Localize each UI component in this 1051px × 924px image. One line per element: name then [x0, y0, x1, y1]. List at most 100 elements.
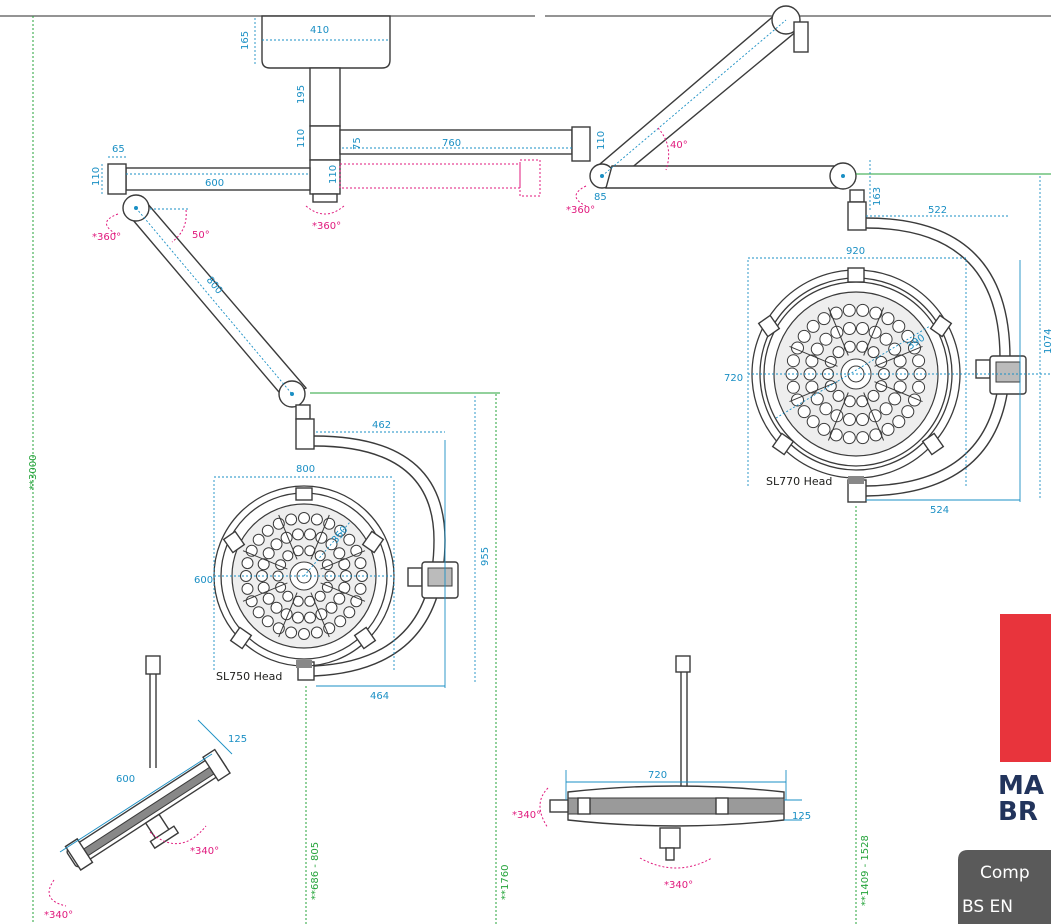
light-cell [912, 380, 926, 394]
light-cell [832, 346, 845, 359]
light-cell [261, 524, 274, 537]
ceiling-mount [261, 15, 391, 203]
light-cell [867, 346, 880, 359]
dim-joint-85: 85 [594, 192, 607, 203]
dim-left-end-65: 65 [112, 144, 125, 155]
height-sl750-range: **686 - 805 [310, 842, 321, 900]
compliance-badge [958, 850, 1051, 924]
light-cell [843, 413, 856, 426]
angle-tilt-b: *340° [190, 846, 219, 857]
knuckle-760 [571, 126, 591, 162]
light-cell [842, 303, 856, 317]
brand-line-1: MA [998, 771, 1044, 801]
arm-600-end [107, 163, 127, 195]
height-sl750-max: **1760 [500, 865, 511, 900]
light-cell [856, 322, 869, 335]
light-cell [343, 606, 356, 619]
light-cell [325, 601, 338, 614]
tilt-view [64, 655, 231, 871]
angle-left-arm: 50° [192, 230, 210, 241]
angle-arc-left [171, 209, 187, 243]
spring-arm-right [589, 5, 857, 190]
dim-sl770-drop: 1074 [1043, 329, 1051, 354]
dim-hub-upper: 110 [296, 129, 307, 148]
light-cell [285, 626, 298, 639]
dim-sl770-bottom: 524 [930, 505, 949, 516]
dim-sl770-yoke: 522 [928, 205, 947, 216]
segment-divider [874, 345, 923, 367]
sl770-light-cells [785, 303, 927, 445]
light-cell [292, 611, 304, 624]
light-cell [805, 380, 819, 394]
dim-yoke-163: 163 [872, 187, 883, 206]
segment-divider [320, 582, 366, 602]
light-cell [842, 431, 856, 445]
compliance-line-1: Comp [980, 863, 1030, 883]
total-height-label: **3000 [28, 455, 39, 490]
segment-divider [320, 550, 366, 570]
light-cell [304, 611, 316, 624]
dim-line [775, 325, 931, 419]
light-cell [819, 402, 833, 416]
light-cell [797, 329, 811, 343]
ghost-knuckle [519, 159, 541, 197]
segment-divider [863, 392, 885, 441]
light-cell [893, 380, 907, 394]
light-cell [270, 538, 283, 551]
angle-right-arm: 40° [670, 140, 688, 151]
rotation-arc-right [575, 185, 587, 207]
angle-side-a: *340° [512, 810, 541, 821]
segment-divider [827, 392, 849, 441]
light-cell [262, 592, 275, 605]
light-cell [241, 582, 254, 595]
light-cell [241, 557, 254, 570]
light-cell [879, 332, 893, 346]
dim-line [59, 753, 213, 853]
light-cell [879, 402, 893, 416]
light-cell [343, 533, 356, 546]
rotation-arc-left [106, 213, 119, 235]
light-cell [810, 342, 824, 356]
light-cell [333, 547, 346, 560]
dim-line [601, 19, 787, 177]
dim-sl750-bottom: 464 [370, 691, 389, 702]
light-cell [819, 332, 833, 346]
light-cell [786, 380, 800, 394]
light-cell [817, 312, 831, 326]
sl770-head-label: SL770 Head [766, 475, 832, 488]
angle-arc-right [657, 127, 670, 171]
height-sl770-range: **1409 - 1528 [860, 835, 871, 906]
dim-top-plate-height: 165 [240, 31, 251, 50]
light-cell [881, 422, 895, 436]
dim-sl770-height: 720 [724, 373, 743, 384]
dim-top-plate-width: 410 [310, 25, 329, 36]
side-arc-b [639, 857, 713, 869]
segment-divider [278, 592, 298, 638]
dim-side-720: 720 [648, 770, 667, 781]
side-view [549, 655, 785, 861]
light-cell [334, 524, 347, 537]
rotation-arc-hub [305, 205, 345, 215]
light-cell [257, 558, 270, 571]
segment-divider [789, 381, 838, 403]
light-cell [856, 303, 870, 317]
segment-divider [310, 514, 330, 560]
dim-sl770-width: 920 [846, 246, 865, 257]
light-cell [338, 558, 351, 571]
light-cell [888, 392, 902, 406]
angle-side-b: *340° [664, 880, 693, 891]
dim-sl750-yoke: 462 [372, 420, 391, 431]
light-cell [270, 601, 283, 614]
segment-divider [827, 307, 849, 356]
segment-divider [278, 514, 298, 560]
dim-tilt-600: 600 [116, 774, 135, 785]
angle-tilt-a: *340° [44, 910, 73, 921]
light-cell [292, 528, 304, 541]
light-cell [806, 415, 820, 429]
light-cell [892, 319, 906, 333]
dim-offset-75: 75 [352, 137, 363, 150]
dim-tilt-125: 125 [228, 734, 247, 745]
light-cell [892, 415, 906, 429]
light-cell [314, 550, 326, 562]
light-cell [786, 354, 800, 368]
